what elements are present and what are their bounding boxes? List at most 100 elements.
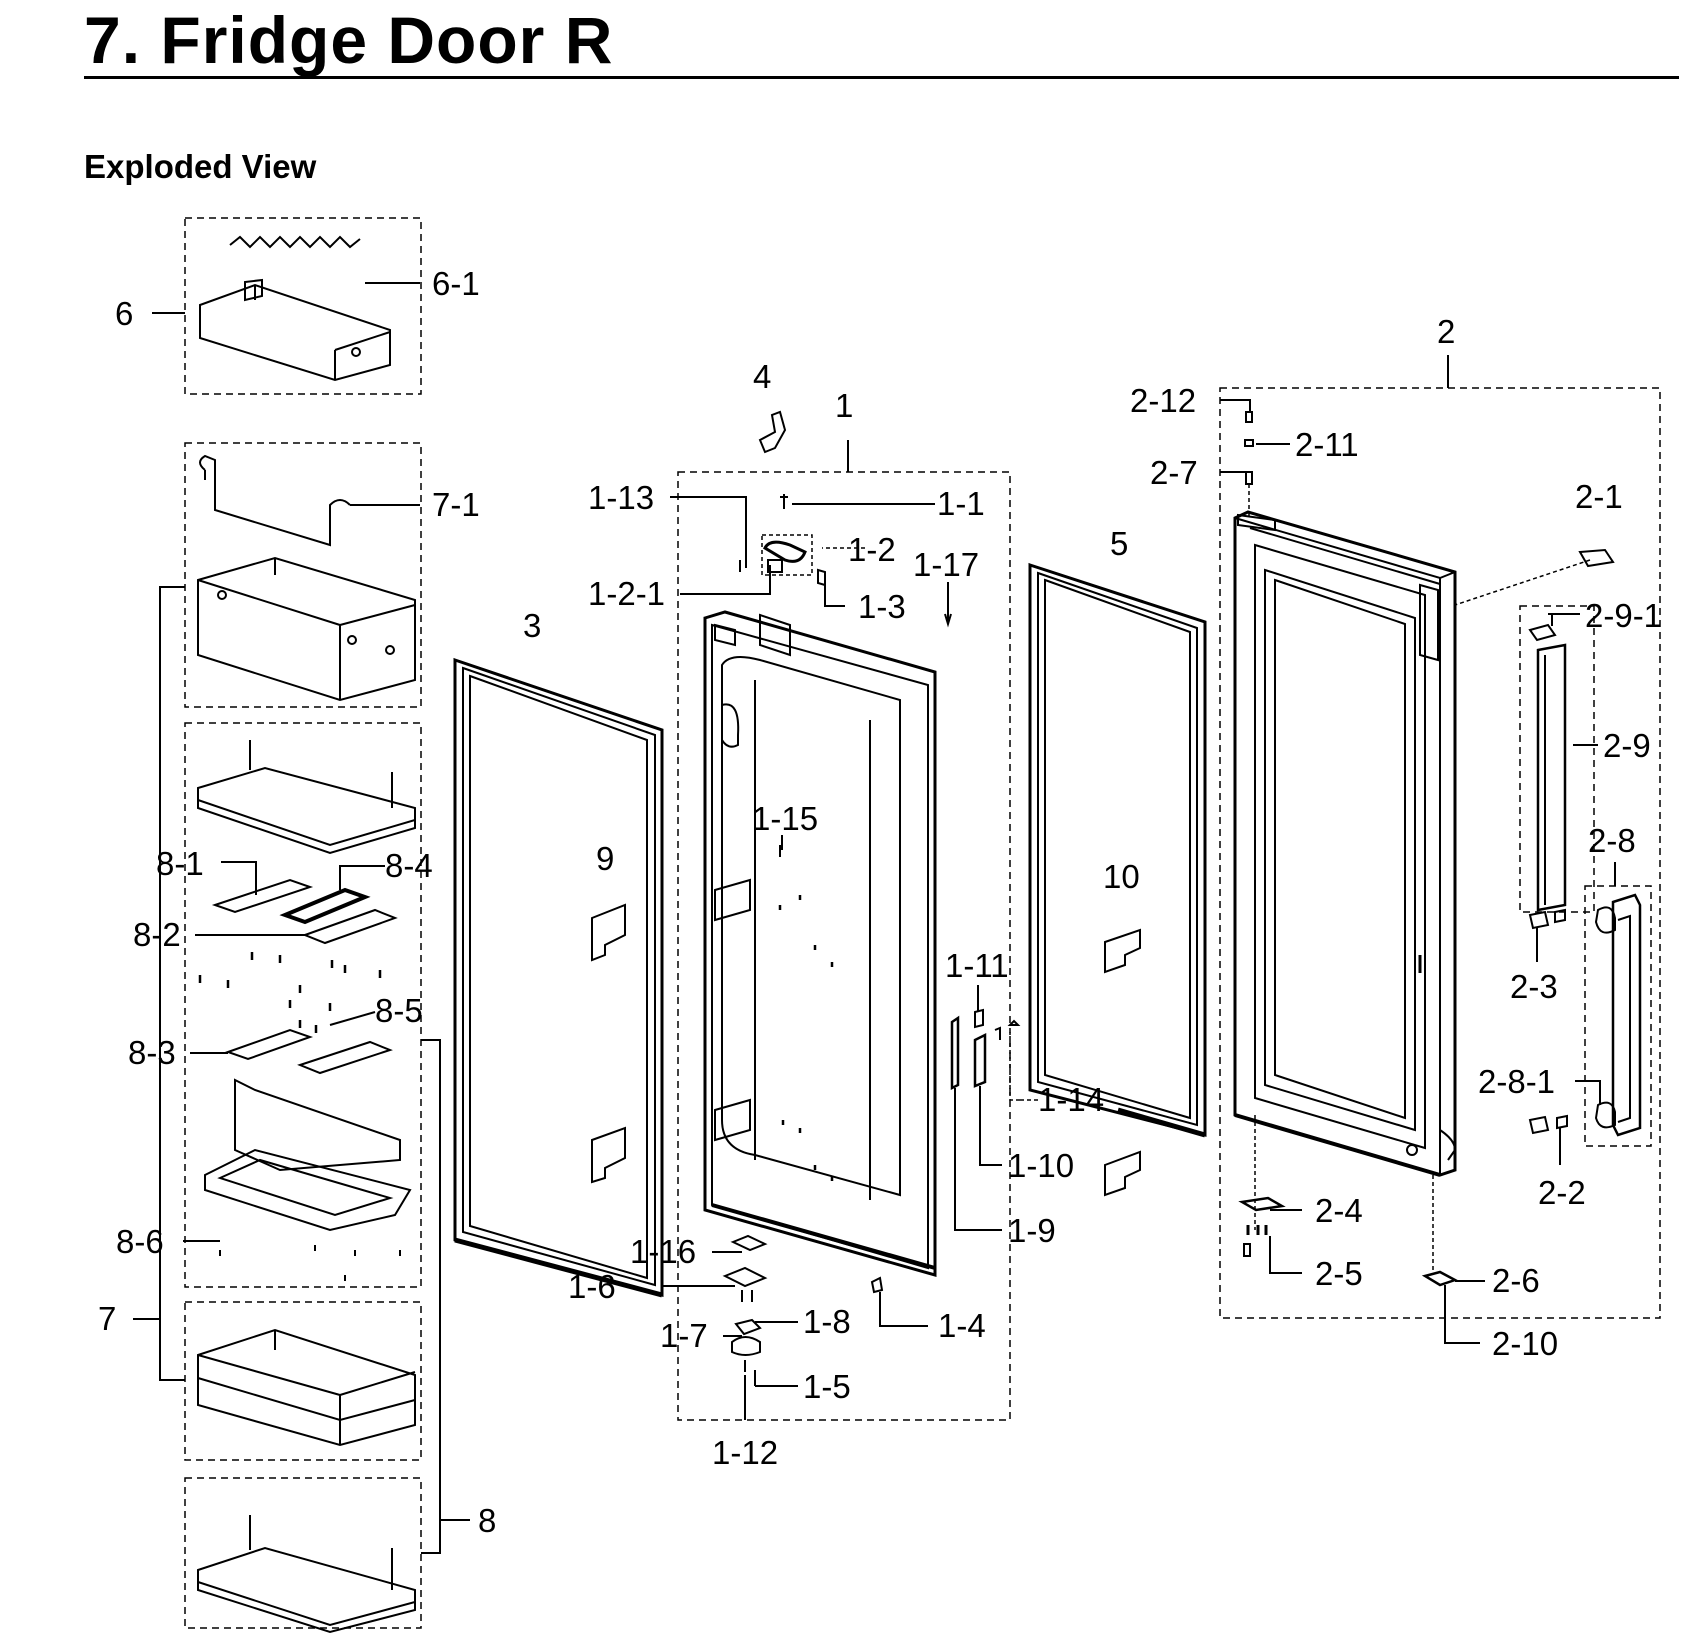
part-8-brackets bbox=[198, 878, 412, 1281]
leader-1-9 bbox=[954, 1088, 1002, 1231]
leader-1-4 bbox=[879, 1292, 928, 1327]
label-1-10: 1-10 bbox=[1008, 1147, 1074, 1184]
leader-1-3 bbox=[824, 582, 845, 607]
label-1-3: 1-3 bbox=[858, 588, 906, 625]
part-1-door-liner bbox=[703, 610, 937, 1277]
leader-2-12 bbox=[1220, 399, 1251, 412]
label-2-8: 2-8 bbox=[1588, 822, 1636, 859]
label-1-2-1: 1-2-1 bbox=[588, 575, 665, 612]
leader-1-2-1 bbox=[680, 565, 771, 595]
group-box-6 bbox=[184, 217, 422, 395]
bracket-8 bbox=[421, 1039, 470, 1554]
leader-8-5 bbox=[329, 1011, 376, 1026]
label-1-15: 1-15 bbox=[752, 800, 818, 837]
leader-1-10 bbox=[979, 1086, 1002, 1166]
part-3-gasket bbox=[453, 657, 664, 1298]
page-title: 7. Fridge Door R bbox=[84, 3, 614, 77]
label-2-6: 2-6 bbox=[1492, 1262, 1540, 1299]
label-3: 3 bbox=[523, 607, 541, 644]
part-2-9-strip bbox=[1528, 613, 1567, 912]
part-8-shelf-lower bbox=[197, 1515, 416, 1634]
label-8-2: 8-2 bbox=[133, 916, 181, 953]
label-2-4: 2-4 bbox=[1315, 1192, 1363, 1229]
label-2-11: 2-11 bbox=[1295, 426, 1359, 463]
label-2-8-1: 2-8-1 bbox=[1478, 1063, 1555, 1100]
group-box-1 bbox=[677, 471, 1011, 1421]
label-2-7: 2-7 bbox=[1150, 454, 1198, 491]
label-1-5: 1-5 bbox=[803, 1368, 851, 1405]
leader-2-door-dash bbox=[1254, 1115, 1434, 1275]
label-7-1: 7-1 bbox=[432, 486, 480, 523]
label-1-4: 1-4 bbox=[938, 1307, 986, 1344]
part-2-clips bbox=[1528, 908, 1568, 1135]
label-1-14: 1-14 bbox=[1038, 1081, 1104, 1118]
label-8-1: 8-1 bbox=[156, 845, 204, 882]
part-2-8-handle bbox=[1594, 893, 1642, 1137]
leader-1-2 bbox=[761, 534, 865, 576]
label-5: 5 bbox=[1110, 525, 1128, 562]
group-box-2-9 bbox=[1519, 605, 1595, 913]
label-2-9-1: 2-9-1 bbox=[1585, 597, 1662, 634]
leader-2-1 bbox=[1454, 559, 1591, 606]
part-5-gasket bbox=[1028, 562, 1207, 1138]
label-2-10: 2-10 bbox=[1492, 1325, 1558, 1362]
group-box-2-8 bbox=[1584, 885, 1652, 1147]
label-1-6: 1-6 bbox=[568, 1268, 616, 1305]
title-rule bbox=[84, 76, 1679, 79]
leader-1-5 bbox=[754, 1370, 798, 1387]
part-6-guard bbox=[199, 235, 391, 382]
leader-2-8-1 bbox=[1575, 1080, 1601, 1105]
label-1-7: 1-7 bbox=[660, 1317, 708, 1354]
group-box-8 bbox=[184, 722, 422, 1288]
leader-1-13 bbox=[670, 496, 747, 568]
label-2-1: 2-1 bbox=[1575, 478, 1623, 515]
label-8: 8 bbox=[478, 1502, 496, 1539]
group-box-2 bbox=[1219, 387, 1661, 1319]
part-10-pads bbox=[1104, 928, 1141, 1197]
label-4: 4 bbox=[753, 358, 771, 395]
group-box-8-lower bbox=[184, 1477, 422, 1629]
leader-8-1 bbox=[221, 861, 257, 895]
label-1-2: 1-2 bbox=[848, 531, 896, 568]
label-6: 6 bbox=[115, 295, 133, 332]
label-2-5: 2-5 bbox=[1315, 1255, 1363, 1292]
bracket-7-upper bbox=[159, 586, 185, 1381]
part-9-bracket bbox=[591, 903, 626, 1184]
leader-8-4 bbox=[339, 865, 385, 890]
group-box-7-upper bbox=[184, 442, 422, 708]
label-2-9: 2-9 bbox=[1603, 727, 1651, 764]
label-1-12: 1-12 bbox=[712, 1434, 778, 1471]
label-1-1: 1-1 bbox=[937, 485, 985, 522]
label-1-13: 1-13 bbox=[588, 479, 654, 516]
label-8-3: 8-3 bbox=[128, 1034, 176, 1071]
label-1-11: 1-11 bbox=[945, 947, 1009, 984]
leader-1-17 bbox=[944, 582, 952, 628]
part-2-outer-door bbox=[1233, 510, 1457, 1177]
label-8-6: 8-6 bbox=[116, 1223, 164, 1260]
label-6-1: 6-1 bbox=[432, 265, 480, 302]
label-1: 1 bbox=[835, 387, 853, 424]
part-1-small-parts bbox=[722, 494, 1021, 1372]
part-7-basket-lower bbox=[197, 1328, 416, 1447]
label-10: 10 bbox=[1103, 858, 1140, 895]
label-1-16: 1-16 bbox=[630, 1233, 696, 1270]
label-1-8: 1-8 bbox=[803, 1303, 851, 1340]
label-9: 9 bbox=[596, 840, 614, 877]
label-1-17: 1-17 bbox=[913, 546, 979, 583]
label-8-4: 8-4 bbox=[385, 847, 433, 884]
section-subtitle: Exploded View bbox=[84, 148, 317, 185]
label-7: 7 bbox=[98, 1300, 116, 1337]
part-7-basket-upper bbox=[197, 556, 416, 702]
leader-1-14 bbox=[1009, 1032, 1040, 1101]
label-2: 2 bbox=[1437, 313, 1455, 350]
part-8-shelf bbox=[197, 740, 416, 855]
part-4-cover bbox=[758, 410, 787, 454]
part-7-1-rack bbox=[199, 454, 351, 547]
label-8-5: 8-5 bbox=[375, 992, 423, 1029]
label-2-12: 2-12 bbox=[1130, 382, 1196, 419]
leader-2-10 bbox=[1444, 1285, 1480, 1344]
label-2-2: 2-2 bbox=[1538, 1174, 1586, 1211]
label-1-9: 1-9 bbox=[1008, 1212, 1056, 1249]
leader-2-5 bbox=[1269, 1236, 1302, 1274]
